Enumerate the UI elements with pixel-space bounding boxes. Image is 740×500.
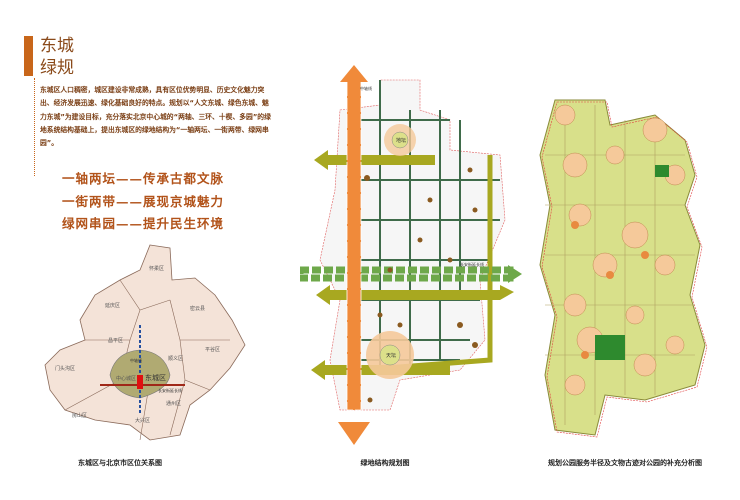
title-line-1: 东城 (40, 36, 74, 56)
slogan-2: 一街两带——展现京城魅力 (62, 193, 225, 209)
street-label: 长安街延长线 (460, 261, 484, 267)
dotted-divider (34, 78, 35, 176)
district-label: 平谷区 (205, 346, 220, 353)
slogan-1: 一轴两坛——传承古都文脉 (62, 171, 225, 186)
temple-of-earth-label: 地坛 (396, 137, 406, 144)
axis-label: 中轴线 (130, 357, 142, 363)
street-label: 长安街延长线 (158, 387, 182, 393)
slogans: 一轴两坛——传承古都文脉 一街两带——展现京城魅力 绿网串园——提升民生环境 (62, 168, 224, 236)
district-label: 门头沟区 (55, 365, 75, 372)
district-label: 房山区 (72, 412, 87, 419)
park-service-radius-map (539, 99, 708, 438)
intro-paragraph: 东城区人口稠密，城区建设非常成熟，具有区位优势明显、历史文化魅力突出、经济发展迅… (40, 86, 271, 148)
caption-location-map: 东城区与北京市区位关系图 (78, 459, 162, 467)
district-label: 中心城区 (116, 375, 136, 382)
temple-of-heaven-label: 天坛 (386, 352, 396, 359)
title-line-2: 绿规 (40, 58, 74, 78)
district-label: 延庆区 (105, 302, 120, 309)
district-label: 顺义区 (168, 356, 183, 362)
district-label: 昌平区 (108, 338, 123, 344)
caption-structure-map: 绿地结构规划图 (360, 459, 410, 467)
axis-label: 中轴线 (360, 85, 372, 91)
changan-street-dashed (300, 266, 514, 282)
district-label: 通州区 (166, 400, 181, 407)
district-label: 密云县 (190, 305, 205, 312)
district-label: 大兴区 (135, 417, 150, 424)
title-accent-bar (24, 36, 33, 76)
district-label: 怀柔区 (149, 265, 164, 272)
green-structure-map: 地坛 天坛 中轴线 长安街延长线 (300, 65, 522, 445)
central-axis (346, 79, 362, 411)
beijing-location-map: 怀柔区 密云县 延庆区 昌平区 顺义区 平谷区 门头沟区 中心城区 通州区 房山… (44, 244, 246, 441)
caption-analysis-map: 规划公园服务半径及文物古迹对公园的补充分析图 (548, 459, 702, 467)
slogan-3: 绿网串园——提升民生环境 (62, 216, 225, 231)
dongcheng-label: 东城区 (145, 373, 166, 382)
